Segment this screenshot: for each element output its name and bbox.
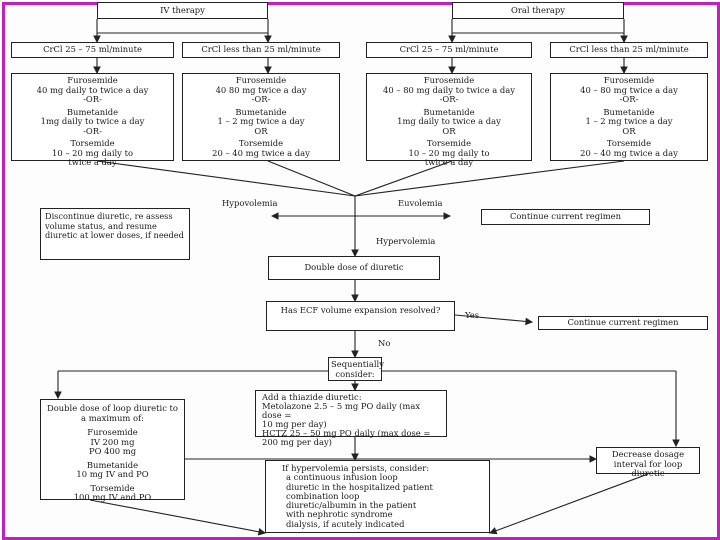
drug-name: Furosemide [235, 75, 287, 85]
continue-regimen-box-2: Continue current regimen [538, 316, 708, 330]
drug-name: Torsemide [70, 138, 115, 148]
thiazide-line: 200 mg per day) [262, 437, 332, 447]
persists-item: a continuous infusion loop [286, 472, 398, 483]
drug-dose: 40 mg daily to twice a day [36, 84, 149, 95]
decrease-dosage-interval-box: Decrease dosage interval for loop diuret… [596, 447, 700, 478]
or-label: -OR- [83, 125, 102, 136]
thiazide-line: 10 mg per day) [262, 419, 327, 429]
sequentially-consider-box: Sequentially consider: [328, 357, 384, 381]
drug-dose: 10 mg IV and PO [76, 469, 149, 479]
hypervolemia-persists-box: If hypervolemia persists, consider: a co… [265, 460, 490, 533]
crcl-iv-high-box: CrCl 25 – 75 ml/minute [11, 42, 174, 58]
no-label: No [378, 338, 391, 348]
drug-dose: 10 – 20 mg daily to [52, 147, 133, 158]
drug-dose-cont: twice a day [68, 157, 117, 167]
or-label: OR [622, 125, 636, 136]
drug-name: Furosemide [423, 75, 475, 85]
loop-diuretic-max-box: Double dose of loop diuretic to a maximu… [40, 399, 185, 502]
drug-name: Torsemide [426, 138, 472, 148]
drug-dose: 20 – 40 mg twice a day [580, 147, 678, 158]
or-label: -OR- [83, 94, 102, 104]
loop-box-title: Double dose of loop diuretic to a maximu… [47, 403, 178, 423]
double-dose-box: Double dose of diuretic [268, 256, 440, 280]
drug-name: Torsemide [238, 138, 284, 148]
persists-item: with nephrotic syndrome [286, 509, 393, 520]
drug-dose: 100 mg IV and PO [73, 492, 152, 502]
or-label: -OR- [251, 94, 271, 104]
ecf-volume-question-box: Has ECF volume expansion resolved? [266, 301, 455, 331]
drug-dose: PO 400 mg [88, 446, 137, 456]
drug-dose: 10 – 20 mg daily to [408, 147, 490, 158]
drug-name: Bumetanide [603, 106, 655, 117]
euvolemia-label: Euvolemia [398, 198, 443, 208]
crcl-iv-low-box: CrCl less than 25 ml/minute [182, 42, 340, 58]
persists-item: diuretic/albumin in the patient [286, 500, 417, 511]
drug-dose: 1mg daily to twice a day [397, 116, 501, 126]
drug-name: Torsemide [90, 482, 135, 493]
drug-dose: 1 – 2 mg twice a day [585, 116, 673, 126]
crcl-oral-low-box: CrCl less than 25 ml/minute [550, 42, 708, 58]
or-label: -OR- [619, 94, 639, 104]
drug-name: Furosemide [87, 427, 138, 437]
hypervolemia-label: Hypervolemia [376, 236, 436, 246]
discontinue-diuretic-box: Discontinue diuretic, re assess volume s… [40, 208, 190, 260]
drug-name: Furosemide [67, 75, 118, 85]
yes-label: Yes [465, 310, 480, 320]
thiazide-diuretic-box: Add a thiazide diuretic: Metolazone 2.5 … [255, 390, 447, 447]
persists-item: dialysis, if acutely indicated [286, 518, 405, 529]
drug-dose: IV 200 mg [90, 436, 135, 447]
drug-name: Torsemide [606, 138, 652, 148]
drug-name: Bumetanide [235, 106, 287, 117]
thiazide-line: HCTZ 25 – 50 mg PO daily (max dose = [262, 428, 431, 438]
iv-therapy-header: IV therapy [97, 2, 268, 19]
drug-name: Bumetanide [423, 106, 475, 117]
persists-item: diuretic in the hospitalized patient [286, 481, 433, 492]
or-label: OR [254, 125, 268, 136]
drug-dose: 40 80 mg twice a day [215, 84, 307, 95]
or-label: OR [442, 125, 456, 136]
thiazide-line: Add a thiazide diuretic: [262, 392, 362, 402]
drug-name: Bumetanide [66, 106, 119, 117]
continue-regimen-box-1: Continue current regimen [481, 209, 650, 225]
drug-name: Furosemide [603, 75, 655, 85]
drug-dose-cont: twice a day [424, 157, 474, 167]
drug-dose: 1mg daily to twice a day [40, 116, 145, 126]
oral-therapy-header: Oral therapy [452, 2, 624, 19]
thiazide-line: Metolazone 2.5 – 5 mg PO daily (max dose… [262, 401, 421, 420]
drug-dose: 1 – 2 mg twice a day [217, 116, 305, 126]
drug-dose: 40 – 80 mg daily to twice a day [383, 84, 515, 95]
or-label: -OR- [439, 94, 459, 104]
drug-dose: 40 – 80 mg twice a day [580, 84, 678, 95]
hypovolemia-label: Hypovolemia [222, 198, 278, 208]
persists-title: If hypervolemia persists, consider: [282, 463, 430, 473]
drug-dose: 20 – 40 mg twice a day [212, 147, 310, 158]
drug-name: Bumetanide [86, 459, 139, 470]
crcl-oral-high-box: CrCl 25 – 75 ml/minute [366, 42, 532, 58]
persists-item: combination loop [286, 490, 360, 501]
